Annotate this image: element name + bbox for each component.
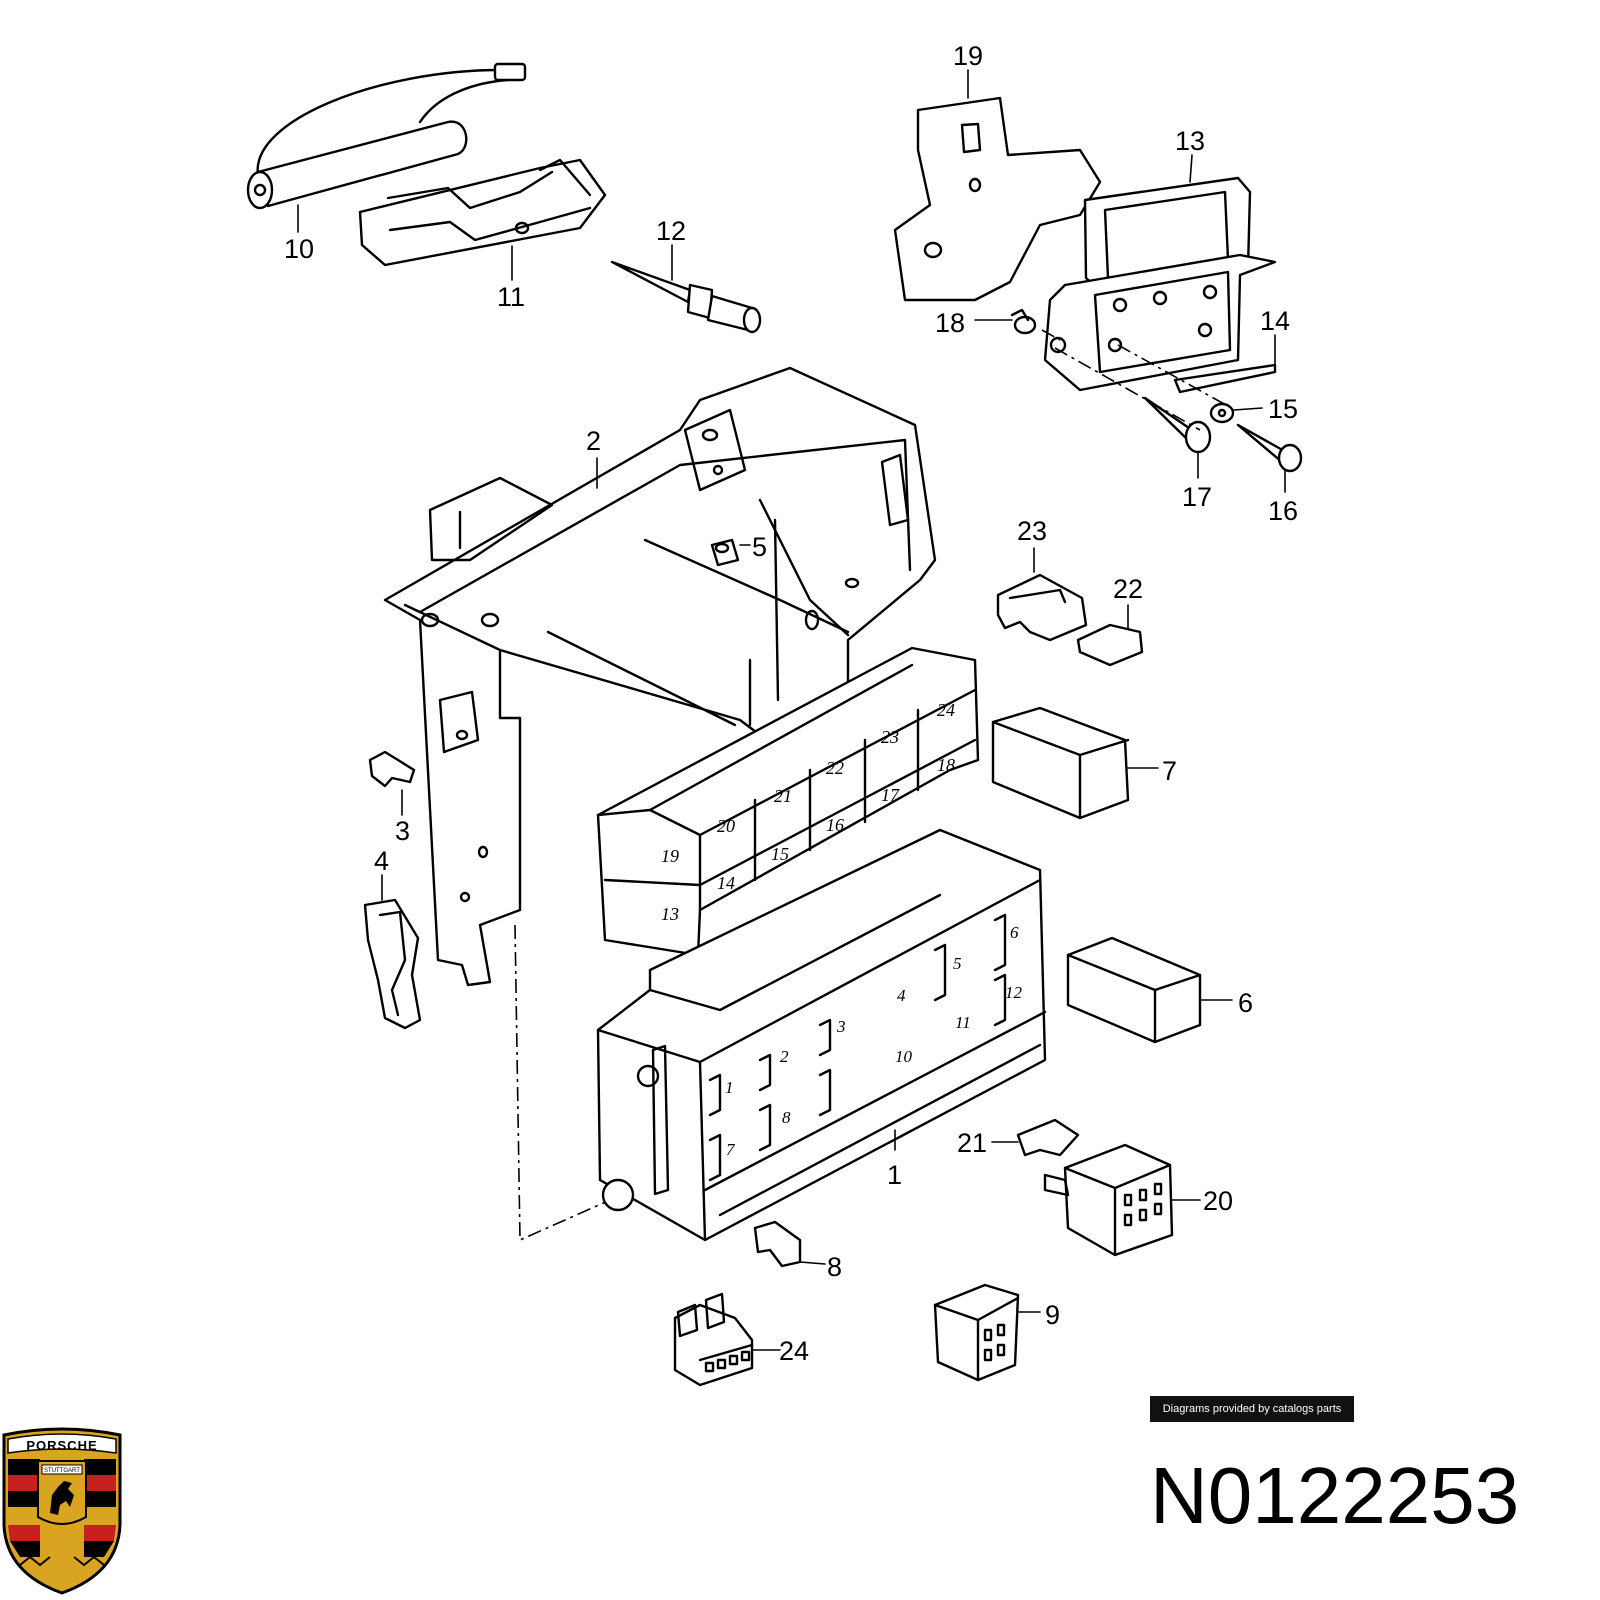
- part-18-nut: [974, 308, 1037, 335]
- assembly-line-left: [514, 924, 611, 1242]
- callout-21: 21: [957, 1128, 987, 1158]
- callout-7: 7: [1162, 756, 1177, 786]
- callout-18: 18: [935, 308, 965, 338]
- relay-label: 22: [826, 758, 844, 778]
- callout-6: 6: [1238, 988, 1253, 1018]
- callout-12: 12: [656, 216, 686, 246]
- part-1-fuse-box: 1 2 3 4 5 6 7 8 10 11 12: [596, 828, 1047, 1242]
- callout-16: 16: [1268, 496, 1298, 526]
- relay-block: 24 23 22 21 20 19 18 17 16 15 14 13: [596, 646, 980, 957]
- callout-11: 11: [497, 282, 525, 312]
- part-13-relay-holder: [1043, 154, 1277, 392]
- callout-2: 2: [586, 426, 601, 456]
- callout-5: 5: [752, 532, 767, 562]
- part-21-fuse: [991, 1118, 1080, 1157]
- relay-label: 16: [826, 815, 844, 835]
- part-19-bracket: [893, 69, 1102, 302]
- callout-10: 10: [284, 234, 314, 264]
- fuse-label: 2: [780, 1047, 789, 1066]
- part-number: N0122253: [1150, 1451, 1520, 1540]
- callout-20: 20: [1203, 1186, 1233, 1216]
- relay-label: 13: [661, 904, 679, 924]
- part-20-connector: [1043, 1143, 1201, 1257]
- part-16-screw: [1236, 423, 1303, 493]
- relay-label: 23: [881, 727, 899, 747]
- part-2-main-frame: [383, 366, 937, 987]
- callout-14: 14: [1260, 306, 1290, 336]
- callout-22: 22: [1113, 574, 1143, 604]
- part-15-washer: [1209, 402, 1263, 424]
- callout-8: 8: [827, 1252, 842, 1282]
- fuse-label: 7: [726, 1140, 736, 1159]
- fuse-label: 4: [897, 986, 906, 1005]
- fuse-label: 12: [1005, 983, 1023, 1002]
- part-9-connector: [933, 1283, 1041, 1382]
- callout-17: 17: [1182, 482, 1212, 512]
- part-6-relay: [1066, 936, 1233, 1044]
- callout-3: 3: [395, 816, 410, 846]
- part-3-clip: [368, 750, 416, 816]
- fuse-label: 11: [955, 1013, 971, 1032]
- relay-label: 20: [717, 816, 735, 836]
- part-11-holder: [358, 158, 607, 281]
- relay-label: 19: [661, 846, 679, 866]
- fuse-label: 8: [782, 1108, 791, 1127]
- credit-badge: Diagrams provided by catalogs parts: [1150, 1396, 1354, 1422]
- callout-15: 15: [1268, 394, 1298, 424]
- relay-label: 14: [717, 873, 735, 893]
- relay-label: 21: [774, 786, 792, 806]
- part-17-screw: [1143, 396, 1212, 479]
- callout-23: 23: [1017, 516, 1047, 546]
- porsche-crest-icon: PORSCHE STUTTGART: [2, 1427, 122, 1595]
- callout-24: 24: [779, 1336, 809, 1366]
- callout-1: 1: [887, 1160, 902, 1190]
- relay-label: 15: [771, 844, 789, 864]
- callout-4: 4: [374, 846, 389, 876]
- callout-13: 13: [1175, 126, 1205, 156]
- part-14-strip: [1173, 334, 1277, 394]
- relay-label: 24: [937, 700, 955, 720]
- fuse-label: 5: [953, 954, 962, 973]
- relay-label: 17: [881, 785, 900, 805]
- part-22-connector: [1076, 604, 1144, 667]
- crest-city-text: STUTTGART: [44, 1468, 80, 1474]
- assembly-line-upper: [1041, 329, 1236, 431]
- relay-label: 18: [937, 755, 955, 775]
- crest-stripes: [8, 1459, 116, 1557]
- part-12-pin: [610, 244, 762, 334]
- fuse-label: 3: [836, 1017, 846, 1036]
- part-5-nut: [710, 538, 751, 567]
- fuse-label: 6: [1010, 923, 1019, 942]
- part-24-connector: [673, 1292, 781, 1387]
- callout-9: 9: [1045, 1300, 1060, 1330]
- fuse-label: 1: [725, 1078, 734, 1097]
- part-10-capacitor: [246, 62, 527, 233]
- fuse-label: 10: [895, 1047, 913, 1066]
- callout-19: 19: [953, 41, 983, 71]
- part-23-connector: [996, 547, 1088, 642]
- part-4-clip: [363, 874, 422, 1030]
- part-8-clip: [753, 1220, 826, 1268]
- crest-brand-text: PORSCHE: [26, 1438, 97, 1453]
- part-7-relay: [991, 706, 1159, 820]
